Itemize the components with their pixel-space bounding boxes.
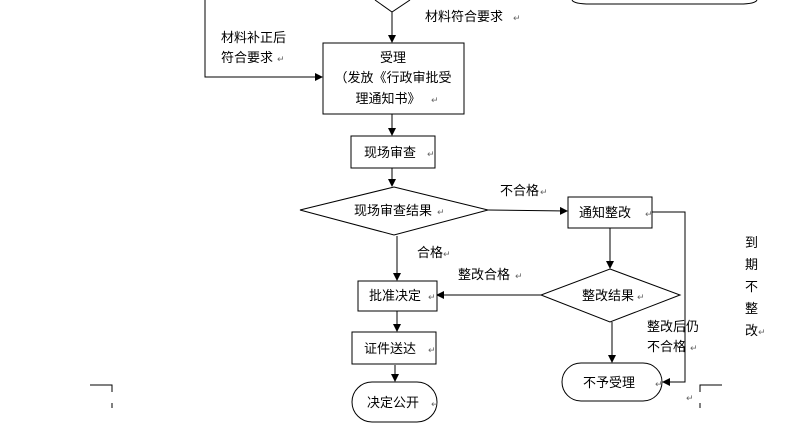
label-fix-qualified: 整改合格 <box>458 267 510 283</box>
return-mark: ↵ <box>690 344 698 354</box>
accept-line-1: 受理 <box>380 51 406 66</box>
return-mark: ↵ <box>540 188 548 198</box>
site-result-label: 现场审查结果 <box>354 204 432 219</box>
return-mark: ↵ <box>515 272 523 282</box>
return-mark: ↵ <box>277 55 285 65</box>
return-mark: ↵ <box>686 394 694 404</box>
label-meets-requirements: 材料符合要求 <box>425 9 503 25</box>
site-review-label: 现场审查 <box>364 146 416 161</box>
site-review-box <box>350 135 436 169</box>
return-mark: ↵ <box>645 210 653 220</box>
site-result-diamond <box>299 186 489 236</box>
deliver-box <box>351 331 437 365</box>
return-mark: ↵ <box>443 250 451 260</box>
label-overdue-char-5: 改 <box>745 324 758 339</box>
label-overdue-char-1: 到 <box>745 236 758 251</box>
return-mark: ↵ <box>428 346 436 356</box>
label-corrected-line-1: 材料补正后 <box>221 31 286 46</box>
label-overdue-char-3: 不 <box>745 280 758 295</box>
label-overdue-char-2: 期 <box>745 258 758 273</box>
return-mark: ↵ <box>437 208 445 218</box>
publish-box <box>351 381 438 423</box>
reject-box <box>561 362 663 402</box>
label-overdue-char-4: 整 <box>745 302 758 317</box>
accept-line-3: 理通知书》 <box>355 91 420 107</box>
return-mark: ↵ <box>655 380 663 390</box>
label-qualified: 合格 <box>417 245 443 261</box>
notify-fix-box <box>567 196 653 229</box>
reject-label: 不予受理 <box>583 376 635 391</box>
label-still-unqualified-line-1: 整改后仍 <box>647 320 699 335</box>
edge-result-to-notify <box>487 206 568 215</box>
margin-corner-mark <box>699 384 722 392</box>
edge-notify-overdue <box>652 211 686 386</box>
return-mark: ↵ <box>427 150 435 160</box>
return-mark: ↵ <box>513 14 521 24</box>
label-still-unqualified-line-2: 不合格 <box>647 339 686 355</box>
edge-correction-loop <box>204 0 323 81</box>
top-right-box-partial <box>571 0 758 5</box>
accept-box <box>322 42 465 115</box>
return-mark: ↵ <box>431 400 439 410</box>
return-mark: ↵ <box>637 293 645 303</box>
label-unqualified: 不合格 <box>500 183 539 199</box>
notify-fix-label: 通知整改 <box>579 205 631 221</box>
return-mark: ↵ <box>428 293 436 303</box>
fix-result-label: 整改结果 <box>582 289 634 304</box>
accept-line-2: （发放《行政审批受 <box>334 70 451 86</box>
approve-box <box>357 280 438 312</box>
publish-label: 决定公开 <box>367 396 419 411</box>
margin-corner-mark <box>90 384 113 392</box>
top-decision-partial <box>374 0 411 13</box>
return-mark: ↵ <box>758 328 766 338</box>
approve-label: 批准决定 <box>369 289 421 304</box>
return-mark: ↵ <box>431 96 439 106</box>
deliver-label: 证件送达 <box>364 342 416 357</box>
fix-result-diamond <box>539 268 682 323</box>
label-corrected-line-2: 符合要求 <box>221 50 273 66</box>
